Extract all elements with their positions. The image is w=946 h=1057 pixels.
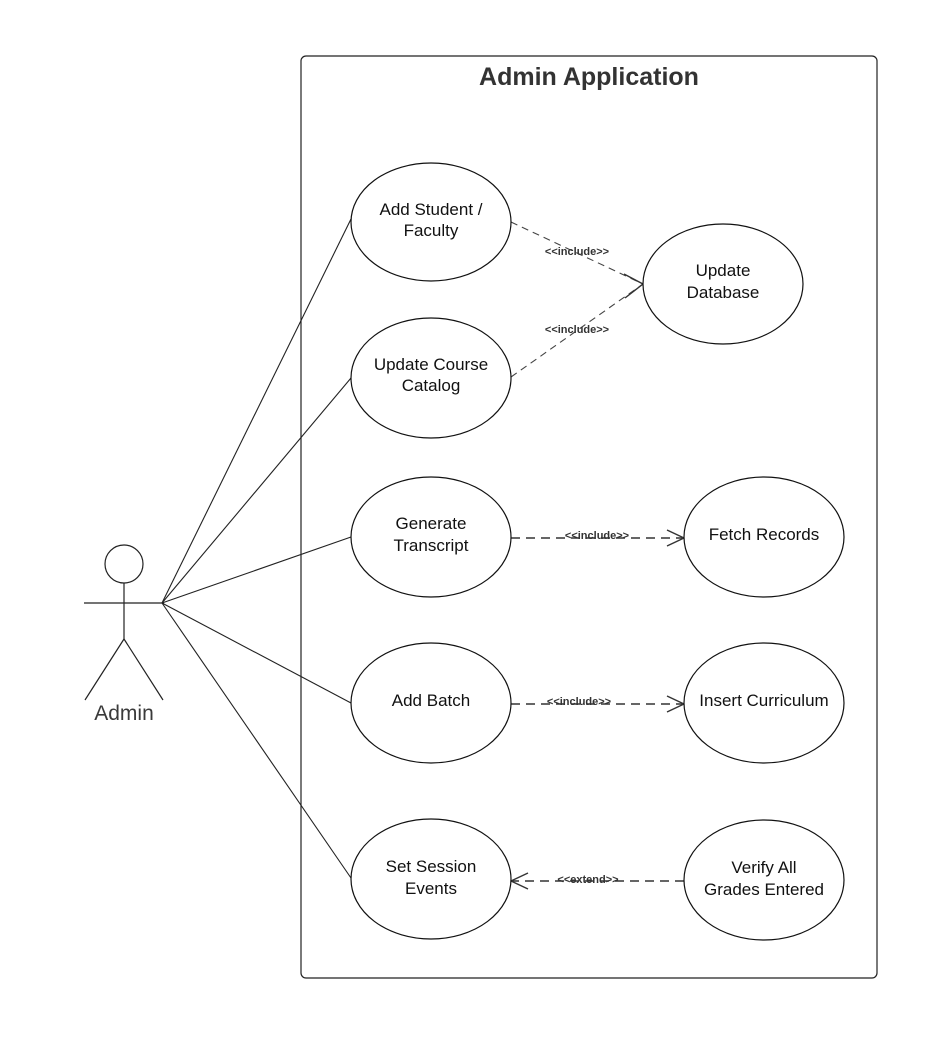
use-case-generate-transcript[interactable]: Generate Transcript — [350, 476, 512, 598]
actor-label: Admin — [94, 702, 154, 725]
use-case-ellipse — [350, 317, 512, 439]
use-case-ellipse — [350, 162, 512, 282]
include-label-1: <<include>> — [545, 246, 609, 258]
include-label-4: <<include>> — [547, 696, 611, 708]
use-case-add-student[interactable]: Add Student / Faculty — [350, 162, 512, 282]
use-case-fetch-records[interactable]: Fetch Records — [683, 476, 845, 598]
use-case-label-line-2: Transcript — [394, 536, 469, 555]
use-case-ellipse — [350, 642, 512, 764]
include-line-add-student — [510, 221, 644, 285]
use-case-label-line-2: Faculty — [404, 221, 459, 240]
use-case-label-line-1: Generate — [396, 514, 467, 533]
association-set-session — [161, 602, 352, 879]
include-line-update-catalog — [510, 283, 644, 378]
use-case-ellipse — [683, 476, 845, 598]
use-case-insert-curriculum[interactable]: Insert Curriculum — [683, 642, 845, 764]
use-case-label: Fetch Records — [709, 525, 820, 544]
use-case-ellipse — [683, 642, 845, 764]
use-case-label-line-2: Catalog — [402, 376, 461, 395]
use-case-label-line-1: Verify All — [731, 858, 796, 877]
actor-left-leg — [84, 638, 125, 701]
use-case-update-database[interactable]: Update Database — [642, 223, 804, 345]
extend-label: <<extend>> — [557, 874, 618, 886]
use-case-update-course-catalog[interactable]: Update Course Catalog — [350, 317, 512, 439]
system-title: Admin Application — [479, 63, 699, 91]
use-case-label-line-1: Update — [696, 261, 751, 280]
use-case-verify-grades[interactable]: Verify All Grades Entered — [683, 819, 845, 941]
use-case-add-batch[interactable]: Add Batch — [350, 642, 512, 764]
use-case-label: Insert Curriculum — [699, 691, 828, 710]
actor-admin[interactable]: Admin — [84, 544, 164, 725]
association-add-student — [161, 218, 352, 604]
relationships: <<include>> <<include>> <<include>> <<in… — [509, 221, 686, 890]
use-case-ellipse — [350, 818, 512, 940]
include-label-3: <<include>> — [565, 530, 629, 542]
use-case-label-line-1: Update Course — [374, 355, 488, 374]
use-case-label: Add Batch — [392, 691, 470, 710]
use-case-set-session-events[interactable]: Set Session Events — [350, 818, 512, 940]
use-case-label-line-2: Grades Entered — [704, 880, 824, 899]
use-case-label-line-1: Add Student / — [379, 200, 482, 219]
use-case-ellipse — [642, 223, 804, 345]
association-add-batch — [161, 602, 352, 704]
use-case-ellipse — [683, 819, 845, 941]
include-label-2: <<include>> — [545, 324, 609, 336]
use-case-ellipse — [350, 476, 512, 598]
use-case-label-line-2: Database — [687, 283, 760, 302]
use-case-label-line-1: Set Session — [386, 857, 477, 876]
actor-head — [104, 544, 144, 584]
association-update-catalog — [161, 377, 352, 604]
actor-right-leg — [123, 638, 164, 701]
use-case-label-line-2: Events — [405, 879, 457, 898]
actor-associations — [161, 218, 352, 879]
association-generate-transcript — [161, 536, 352, 604]
